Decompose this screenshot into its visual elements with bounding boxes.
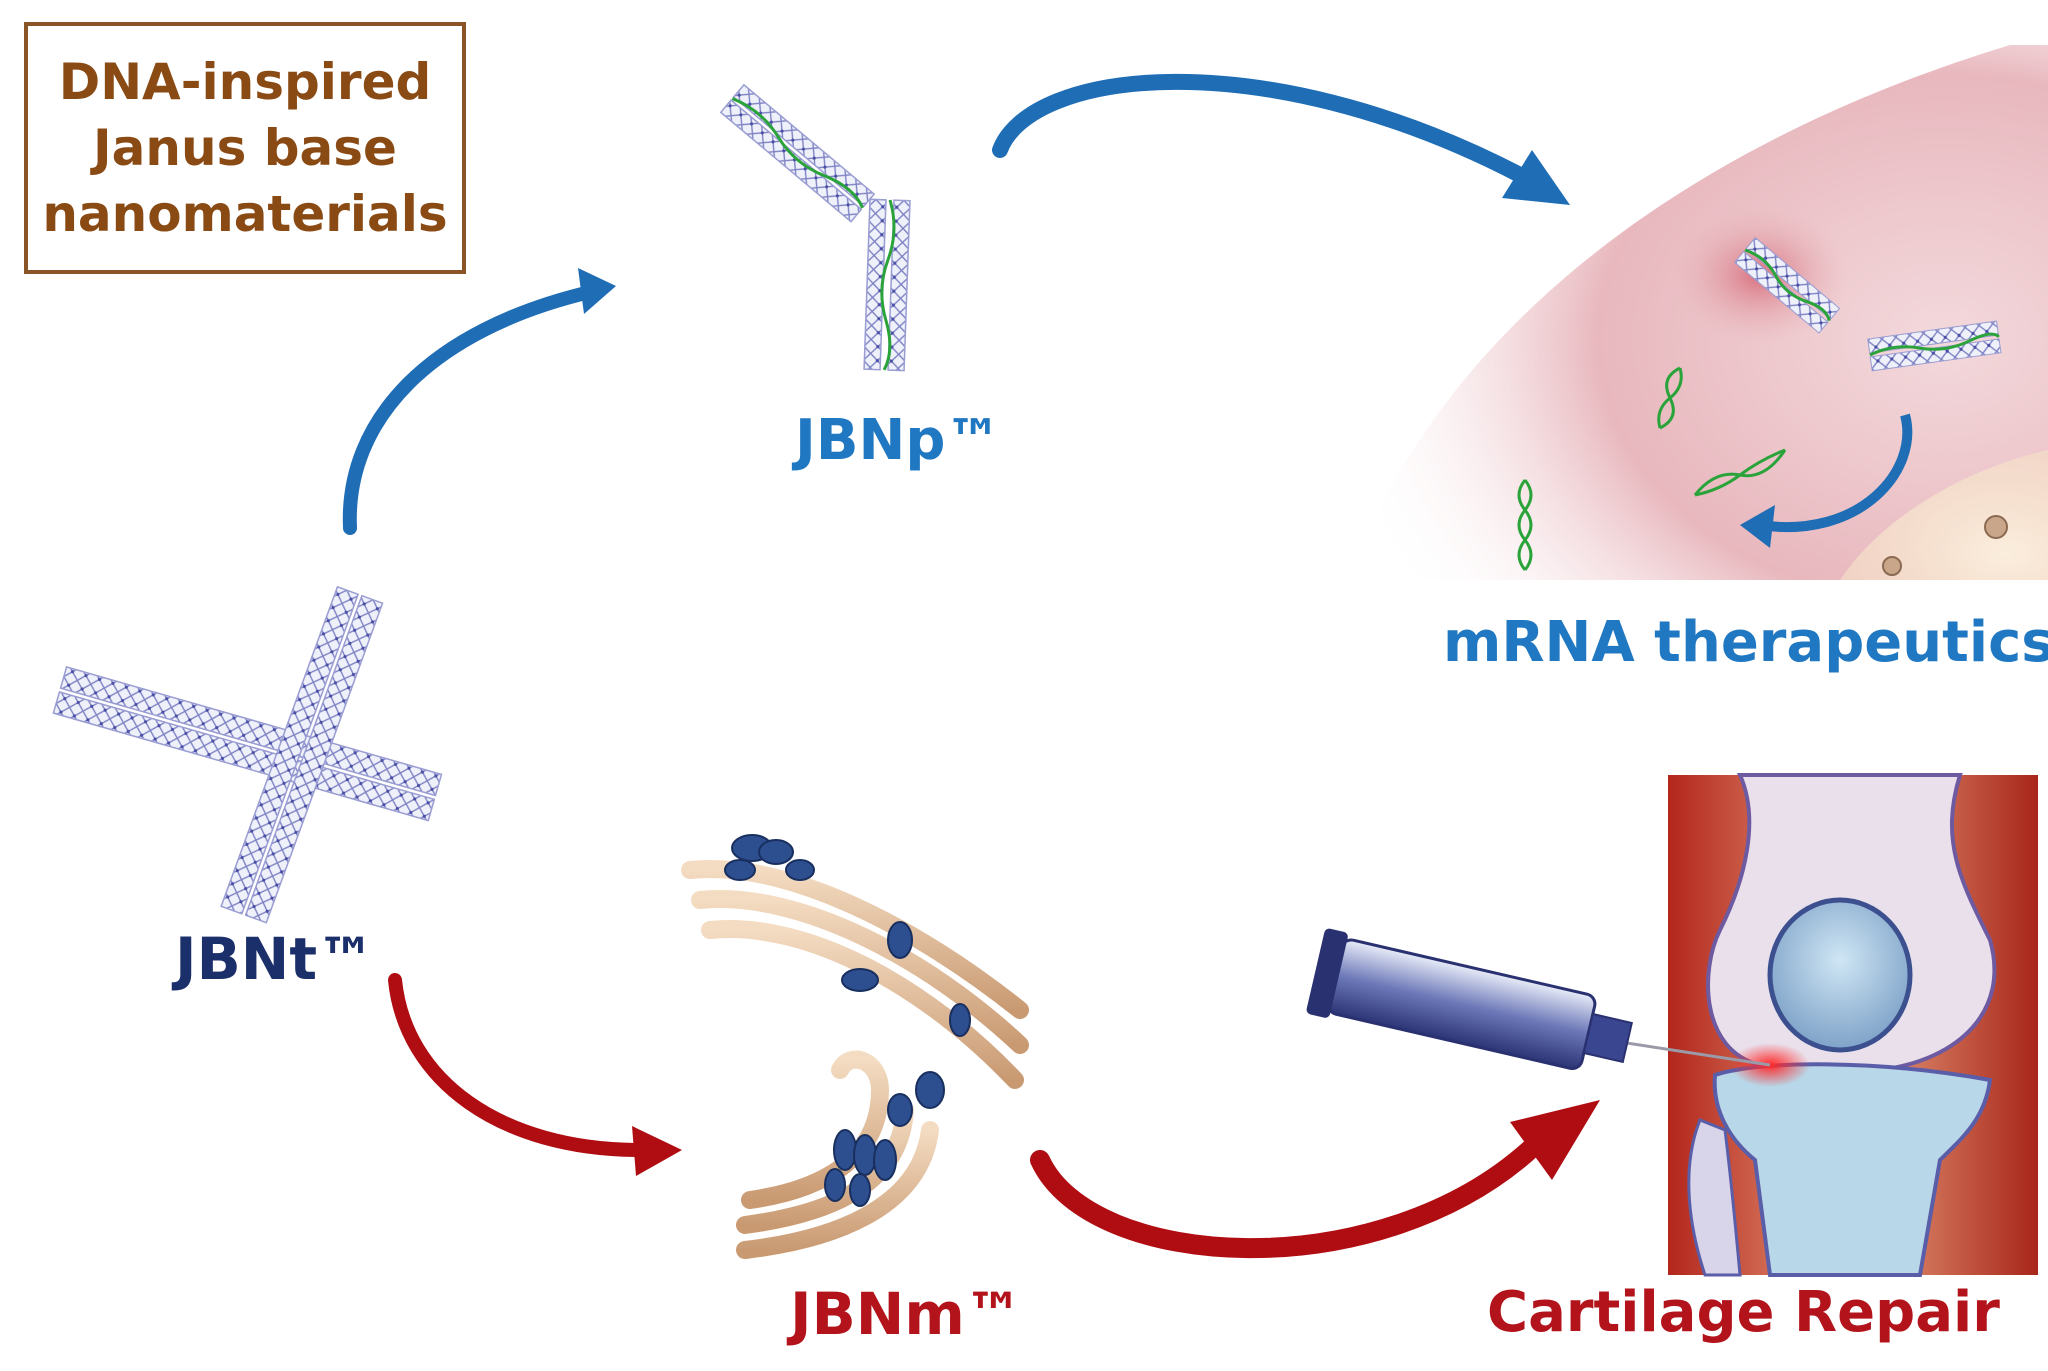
title-box: DNA-inspired Janus base nanomaterials <box>24 22 466 274</box>
mrna-strands <box>1517 366 1787 571</box>
knee-illustration <box>1306 773 2038 1277</box>
jbnm-matrix <box>681 834 1029 1259</box>
jbnt-label: JBNt™ <box>175 925 376 993</box>
release-arrow <box>1759 413 1913 532</box>
arrow-jbnt-to-jbnp <box>342 268 616 535</box>
arrow-jbnp-to-mrna <box>992 73 1570 205</box>
nucleus <box>1840 450 2048 580</box>
mrna-therapeutics-label: mRNA therapeutics <box>1443 610 2048 675</box>
ribosome <box>1984 515 2008 539</box>
jbnp-nanotubes <box>719 83 911 372</box>
title-line-1: DNA-inspired <box>58 53 432 111</box>
patella <box>1767 897 1913 1053</box>
jbnp-label: JBNp™ <box>795 408 1002 473</box>
cartilage-repair-label: Cartilage Repair <box>1487 1280 2000 1345</box>
jbnt-cross <box>52 585 443 924</box>
fibula <box>1687 1118 1742 1277</box>
jbnm-label: JBNm™ <box>790 1280 1023 1348</box>
title-line-2: Janus base <box>93 119 397 177</box>
arrow-jbnt-to-jbnm <box>388 973 682 1176</box>
needle <box>1619 1040 1771 1067</box>
ribosome <box>1882 556 1902 576</box>
arrow-jbnm-to-cartilage <box>1030 1100 1600 1259</box>
title-line-3: nanomaterials <box>42 185 448 243</box>
syringe <box>1306 928 1634 1071</box>
cell-illustration <box>1350 45 2048 580</box>
